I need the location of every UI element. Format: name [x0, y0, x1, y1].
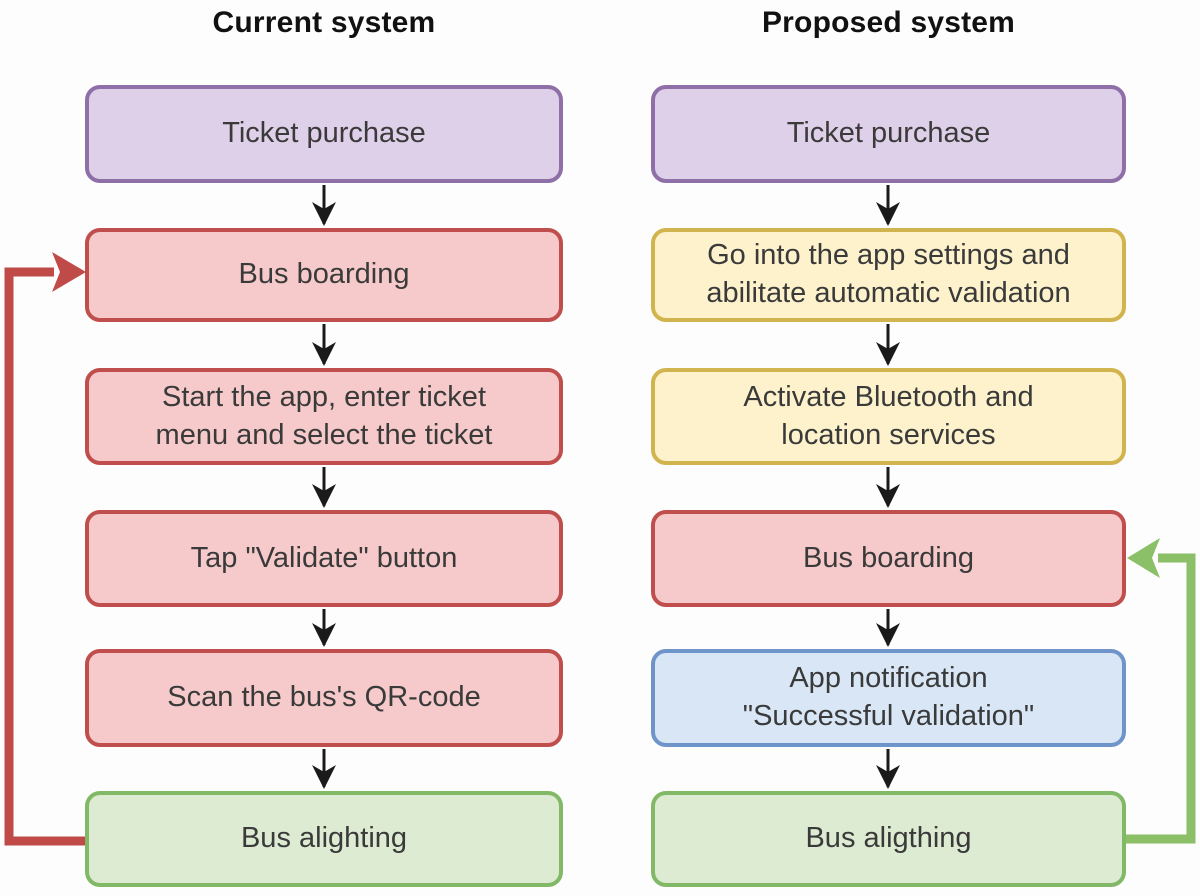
node-current-scan-qr: Scan the bus's QR-code — [85, 649, 563, 747]
node-proposed-app-settings: Go into the app settings and abilitate a… — [651, 228, 1126, 322]
red-arrowhead-icon — [52, 252, 86, 292]
node-proposed-ticket-purchase: Ticket purchase — [651, 85, 1126, 183]
node-proposed-app-notification: App notification "Successful validation" — [651, 649, 1126, 747]
proposed-system-title: Proposed system — [761, 6, 1016, 39]
node-proposed-activate-bluetooth: Activate Bluetooth and location services — [651, 368, 1126, 465]
node-current-start-app: Start the app, enter ticket menu and sel… — [85, 368, 563, 465]
green-arrowhead-icon — [1127, 538, 1160, 578]
node-current-tap-validate: Tap "Validate" button — [85, 510, 563, 607]
current-system-title: Current system — [212, 6, 436, 39]
node-current-ticket-purchase: Ticket purchase — [85, 85, 563, 183]
loop-arrow-current — [4, 252, 88, 846]
node-proposed-bus-boarding: Bus boarding — [651, 510, 1126, 607]
node-current-bus-boarding: Bus boarding — [85, 228, 563, 322]
node-current-bus-alighting: Bus alighting — [85, 791, 563, 887]
node-proposed-bus-alighting: Bus aligthing — [651, 791, 1126, 887]
loop-arrow-proposed — [1124, 538, 1196, 844]
